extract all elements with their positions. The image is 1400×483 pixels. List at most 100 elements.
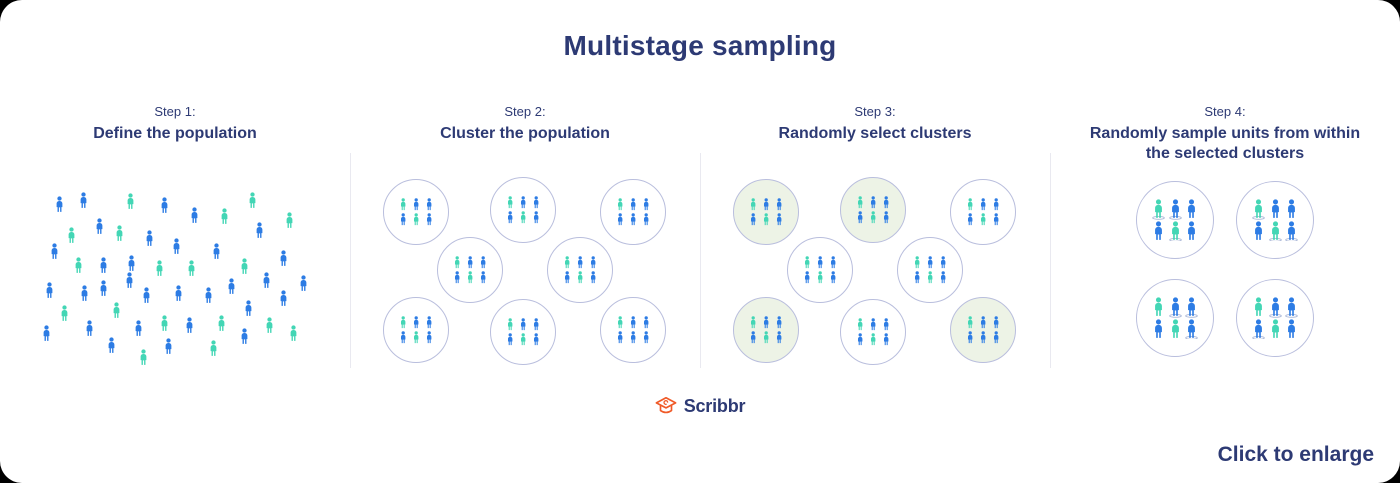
person-icon xyxy=(108,337,115,353)
step-4-header: Step 4: Randomly sample units from withi… xyxy=(1050,104,1400,164)
person-icon xyxy=(763,198,769,211)
person-icon xyxy=(776,212,782,225)
person-icon xyxy=(1271,199,1279,218)
person-icon xyxy=(280,250,287,266)
person-icon xyxy=(156,260,163,276)
selected-person-icon xyxy=(1252,318,1265,340)
person-icon xyxy=(116,225,123,241)
scribbr-logo: Scribbr xyxy=(0,396,1400,417)
person-icon xyxy=(643,212,649,225)
person-icon xyxy=(241,258,248,274)
person-icon xyxy=(249,192,256,208)
person-icon xyxy=(210,340,217,356)
step-3-column: Step 3: Randomly select clusters xyxy=(700,0,1050,483)
person-icon xyxy=(173,238,180,254)
person-icon xyxy=(1155,220,1162,240)
person-icon xyxy=(763,316,769,329)
cluster-circle xyxy=(490,299,556,365)
person-icon xyxy=(1255,220,1262,240)
step-label: Step 1: xyxy=(154,104,196,119)
person-icon xyxy=(817,256,823,269)
person-icon xyxy=(883,332,889,345)
person-icon xyxy=(617,316,623,329)
person-icon xyxy=(980,212,986,225)
person-icon xyxy=(630,316,636,329)
person-icon xyxy=(980,330,986,343)
person-icon xyxy=(590,270,596,283)
person-icon xyxy=(870,196,876,209)
person-icon xyxy=(776,330,782,343)
cluster-circle xyxy=(787,237,853,303)
person-icon xyxy=(927,270,933,283)
step-label: Step 4: xyxy=(1204,104,1246,119)
person-icon xyxy=(1255,297,1262,316)
person-icon xyxy=(100,280,107,296)
selected-person-icon xyxy=(1268,297,1282,318)
person-icon xyxy=(967,316,973,329)
person-icon xyxy=(520,318,526,331)
person-icon xyxy=(426,330,432,343)
selected-clusters-graphic xyxy=(730,177,1020,370)
step-title: Randomly sample units from within the se… xyxy=(1089,125,1361,162)
graduation-cap-icon xyxy=(655,396,677,414)
cluster-circle xyxy=(733,297,799,363)
click-to-enlarge-label[interactable]: Click to enlarge xyxy=(1217,443,1374,466)
cluster-circle xyxy=(1236,279,1314,357)
person-icon xyxy=(1171,318,1179,338)
selected-person-icon xyxy=(1268,220,1282,242)
person-icon xyxy=(817,270,823,283)
person-icon xyxy=(870,210,876,223)
cluster-circle xyxy=(1236,181,1314,259)
person-icon xyxy=(967,198,973,211)
clusters-graphic xyxy=(380,177,670,370)
person-icon xyxy=(228,278,235,294)
person-icon xyxy=(520,210,526,223)
person-icon xyxy=(507,332,513,345)
person-icon xyxy=(857,332,863,345)
person-icon xyxy=(533,196,539,209)
person-icon xyxy=(750,198,756,211)
person-icon xyxy=(128,255,135,271)
person-icon xyxy=(80,192,87,208)
person-icon xyxy=(980,316,986,329)
person-icon xyxy=(643,316,649,329)
person-icon xyxy=(51,243,58,259)
person-icon xyxy=(400,330,406,343)
scribbr-logo-text: Scribbr xyxy=(683,396,746,416)
person-icon xyxy=(940,270,946,283)
person-icon xyxy=(467,256,473,269)
sampled-units-graphic xyxy=(1095,178,1355,370)
person-icon xyxy=(280,290,287,306)
person-icon xyxy=(75,257,82,273)
person-icon xyxy=(870,318,876,331)
person-icon xyxy=(205,287,212,303)
person-icon xyxy=(776,316,782,329)
person-icon xyxy=(454,256,460,269)
person-icon xyxy=(520,332,526,345)
person-icon xyxy=(507,210,513,223)
cluster-circle xyxy=(383,179,449,245)
person-icon xyxy=(883,318,889,331)
person-icon xyxy=(140,349,147,365)
person-icon xyxy=(413,316,419,329)
person-icon xyxy=(245,300,252,316)
cluster-circle xyxy=(383,297,449,363)
selected-person-icon xyxy=(1168,220,1182,242)
step-label: Step 2: xyxy=(504,104,546,119)
person-icon xyxy=(533,318,539,331)
person-icon xyxy=(630,212,636,225)
person-icon xyxy=(617,212,623,225)
person-icon xyxy=(126,272,133,288)
person-icon xyxy=(967,212,973,225)
person-icon xyxy=(763,330,769,343)
person-icon xyxy=(113,302,120,318)
person-icon xyxy=(564,270,570,283)
person-icon xyxy=(804,256,810,269)
person-icon xyxy=(507,196,513,209)
person-icon xyxy=(400,198,406,211)
selected-person-icon xyxy=(1252,199,1265,220)
person-icon xyxy=(577,270,583,283)
person-icon xyxy=(400,316,406,329)
cluster-circle xyxy=(950,297,1016,363)
